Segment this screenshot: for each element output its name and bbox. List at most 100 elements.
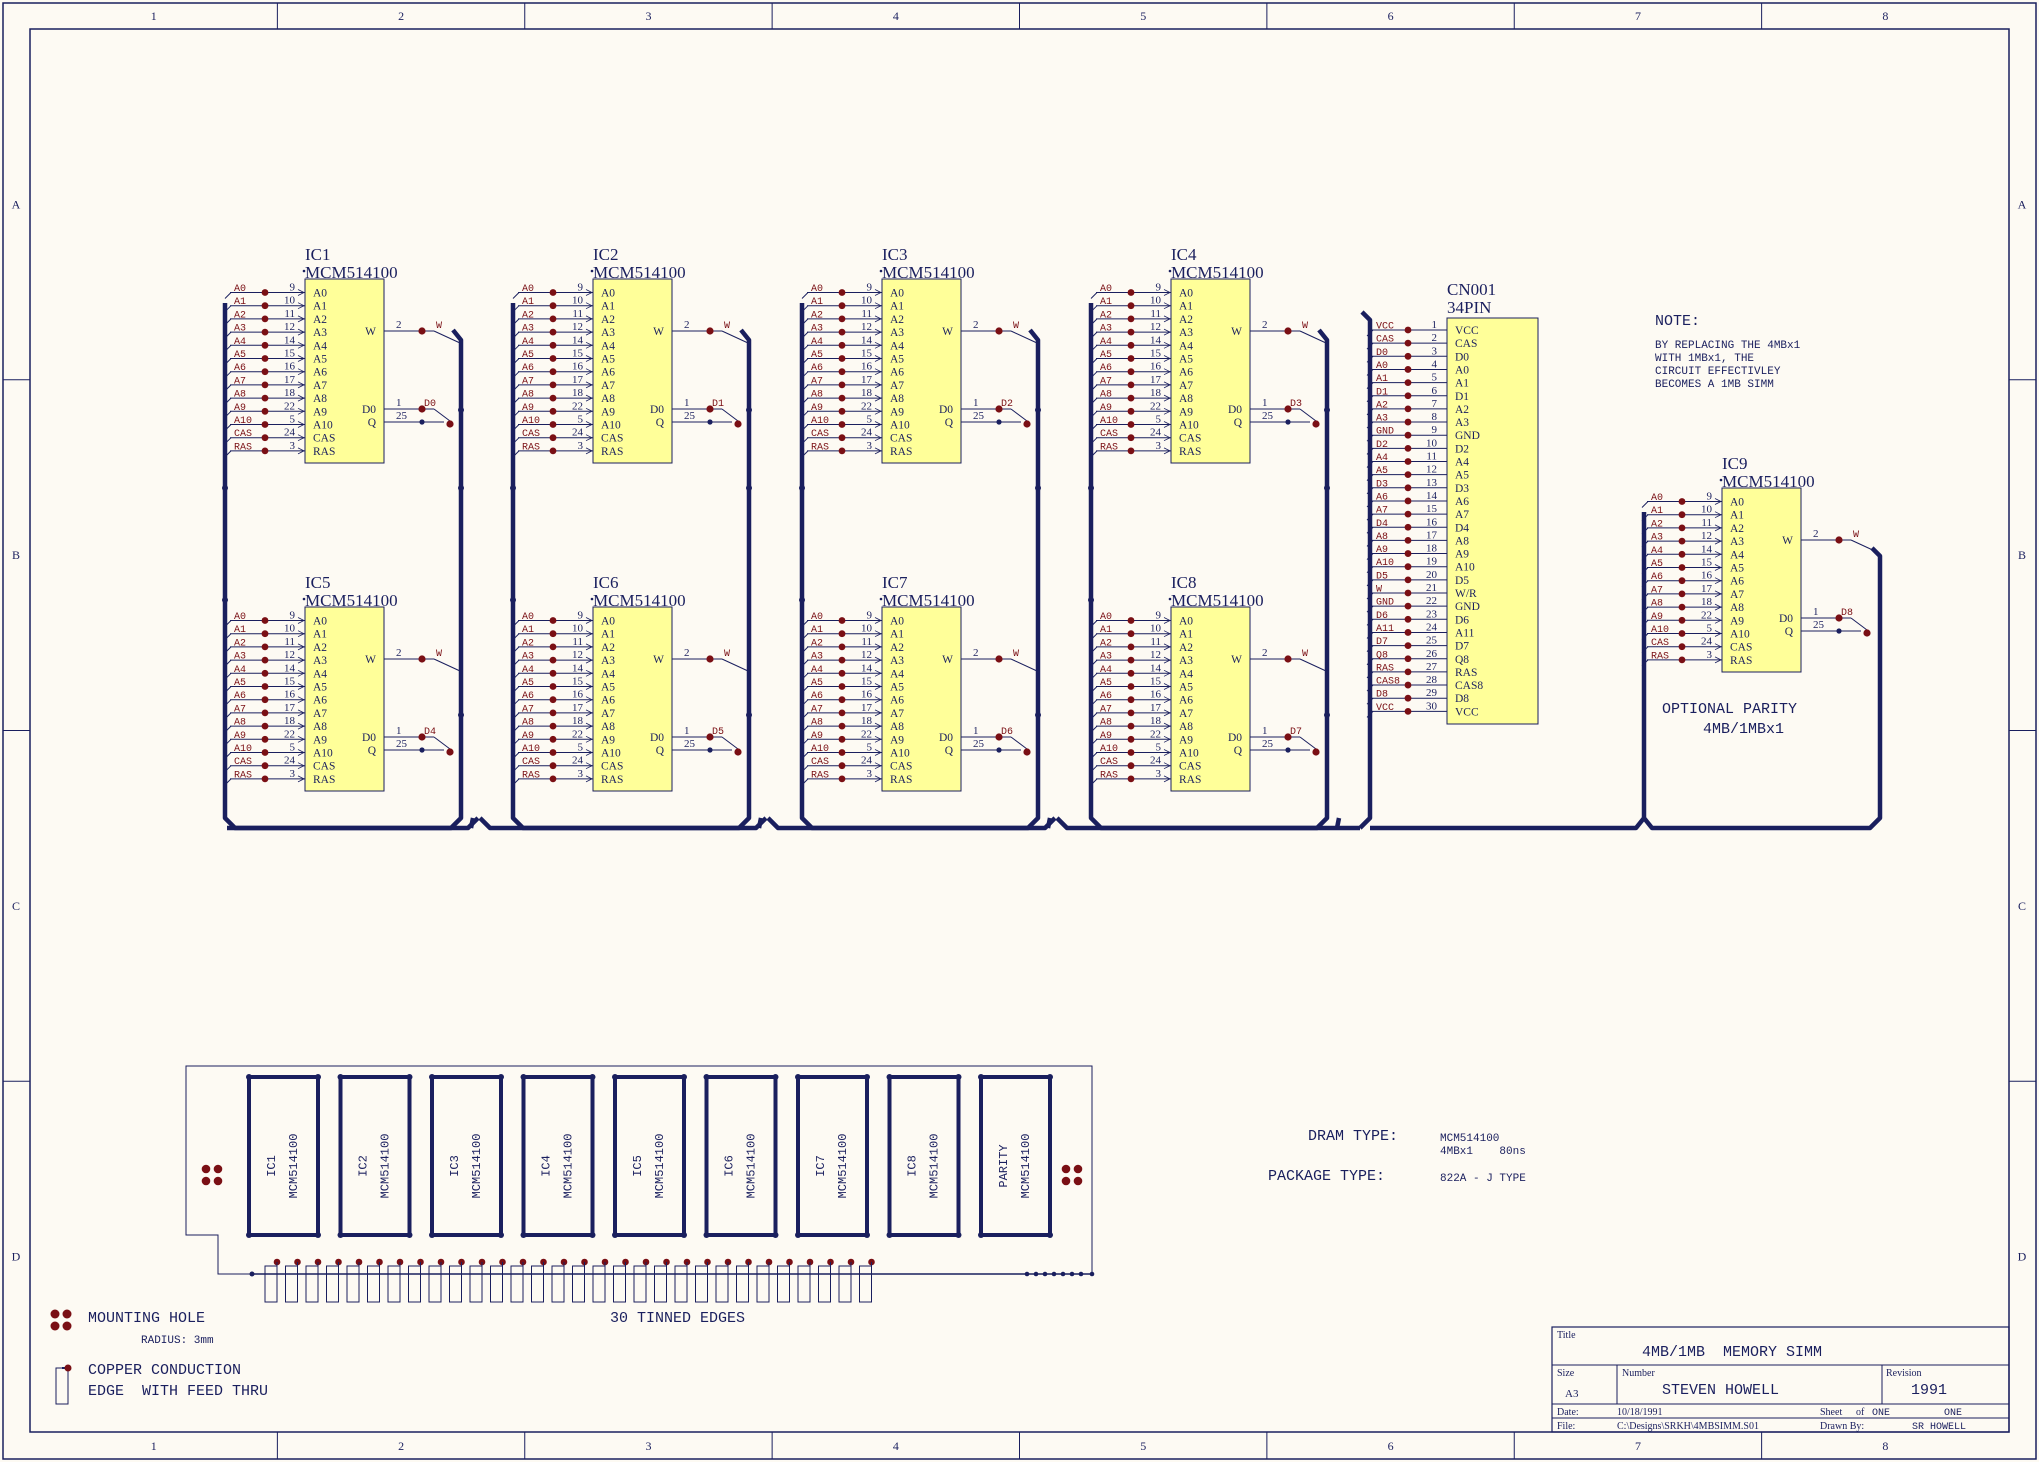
dram-type-label: DRAM TYPE: bbox=[1308, 1128, 1398, 1145]
tinned-edge bbox=[305, 1265, 319, 1303]
pin-junction bbox=[549, 749, 557, 756]
connector-pin-number: 17 bbox=[1426, 529, 1438, 541]
pin-junction bbox=[549, 315, 557, 323]
net-label-ras: RAS bbox=[1100, 770, 1118, 781]
pin-number: 22 bbox=[284, 728, 295, 740]
pin-number: 16 bbox=[572, 361, 584, 373]
pin-number: 10 bbox=[861, 623, 873, 635]
connector-net-label: A11 bbox=[1376, 624, 1394, 635]
pin-number: 16 bbox=[284, 361, 296, 373]
sheet-value: ONE bbox=[1872, 1408, 1890, 1419]
net-label-a2: A2 bbox=[234, 310, 246, 321]
pin-junction bbox=[1127, 735, 1135, 743]
pin-name-a8: A8 bbox=[1179, 721, 1193, 733]
net-label-ras: RAS bbox=[522, 442, 540, 453]
connector-bus-entry bbox=[1366, 395, 1374, 403]
pin-number: 14 bbox=[1701, 543, 1713, 555]
d0-junction bbox=[995, 405, 1003, 413]
board-chip-corner bbox=[703, 1232, 710, 1238]
connector-net-label: CAS bbox=[1376, 335, 1394, 346]
pin-number-q: 25 bbox=[973, 738, 985, 750]
net-label-cas: CAS bbox=[811, 429, 829, 440]
connector-pin-number: 20 bbox=[1426, 569, 1438, 581]
pin-arrow bbox=[874, 656, 882, 664]
net-label-a5: A5 bbox=[1100, 350, 1112, 361]
connector-bus-entry bbox=[1366, 447, 1374, 455]
connector-net-label: D7 bbox=[1376, 637, 1388, 648]
pin-arrow bbox=[874, 434, 882, 442]
pin-arrow bbox=[1163, 434, 1171, 442]
pin-arrow bbox=[297, 696, 305, 704]
bus-junction bbox=[222, 485, 228, 491]
bus-junction bbox=[1035, 407, 1041, 413]
pin-name-a6: A6 bbox=[601, 367, 615, 379]
pin-number: 11 bbox=[861, 308, 872, 320]
connector-pin-name: A6 bbox=[1455, 496, 1469, 508]
pin-number: 18 bbox=[1150, 387, 1162, 399]
pin-name-a3: A3 bbox=[601, 655, 615, 667]
net-label-a4: A4 bbox=[522, 665, 534, 676]
q-junction-end bbox=[1023, 748, 1031, 756]
board-chip-outline bbox=[338, 1075, 412, 1237]
w-junction bbox=[1284, 655, 1292, 663]
pin-number: 18 bbox=[284, 715, 296, 727]
pin-arrow bbox=[874, 407, 882, 415]
connector-pin-junction bbox=[1404, 681, 1412, 689]
net-label-a4: A4 bbox=[234, 665, 246, 676]
pin-arrow bbox=[585, 355, 593, 362]
connector-pin-number: 14 bbox=[1426, 490, 1438, 502]
net-label-a8: A8 bbox=[234, 390, 246, 401]
bus-junction bbox=[799, 597, 805, 603]
pin-name-ras: RAS bbox=[890, 774, 912, 786]
pin-arrow bbox=[585, 315, 593, 323]
bus-junction bbox=[1035, 485, 1041, 491]
pin-number-q: 25 bbox=[396, 738, 408, 750]
board-chip-outline bbox=[887, 1075, 961, 1237]
pin-name-a1: A1 bbox=[890, 301, 904, 313]
note-line-3: CIRCUIT EFFECTIVLEY bbox=[1655, 366, 1781, 378]
pin-number: 16 bbox=[1150, 689, 1162, 701]
pin-name-q: Q bbox=[1785, 626, 1794, 638]
pin-name-a6: A6 bbox=[313, 367, 327, 379]
connector-bus-entry bbox=[1366, 553, 1374, 560]
zone-row-right-C: C bbox=[2018, 899, 2026, 913]
board-chip-corner bbox=[246, 1232, 252, 1238]
pin-junction bbox=[838, 447, 846, 455]
net-label-a2: A2 bbox=[811, 310, 823, 321]
pin-arrow bbox=[1163, 381, 1171, 389]
mounting-hole-dot bbox=[201, 1164, 211, 1174]
pin-number: 12 bbox=[1150, 649, 1161, 661]
pin-name-cas: CAS bbox=[1179, 761, 1201, 773]
pin-junction bbox=[261, 775, 269, 783]
pin-arrow bbox=[1714, 524, 1722, 532]
pin-name-ras: RAS bbox=[601, 446, 623, 458]
pin-number-d0: 1 bbox=[684, 725, 690, 737]
connector-pin-junction bbox=[1404, 352, 1412, 360]
pin-junction bbox=[549, 355, 557, 362]
connector-pin-number: 12 bbox=[1426, 464, 1437, 476]
pin-name-a5: A5 bbox=[313, 682, 327, 694]
pin-arrow bbox=[585, 775, 593, 783]
connector-pin-junction bbox=[1404, 668, 1412, 676]
pin-number: 16 bbox=[1701, 570, 1713, 582]
size-label: Size bbox=[1557, 1368, 1575, 1379]
pin-arrow bbox=[585, 643, 593, 651]
tinned-edge bbox=[633, 1265, 647, 1303]
pin-number: 5 bbox=[290, 414, 296, 426]
tinned-edge bbox=[510, 1265, 524, 1303]
pin-name-q: Q bbox=[945, 417, 954, 429]
pin-name-a4: A4 bbox=[601, 668, 615, 680]
size-value: A3 bbox=[1565, 1388, 1579, 1400]
pin-name-a6: A6 bbox=[890, 695, 904, 707]
pin-junction bbox=[1127, 696, 1135, 704]
tinned-edge bbox=[613, 1265, 626, 1303]
pin-name-q: Q bbox=[368, 417, 377, 429]
note-line-1: BY REPLACING THE 4MBx1 bbox=[1655, 340, 1801, 352]
pin-name-q: Q bbox=[1234, 417, 1243, 429]
net-label-a0: A0 bbox=[522, 284, 534, 295]
pin-arrow bbox=[1163, 315, 1171, 323]
pin-number: 11 bbox=[284, 308, 295, 320]
